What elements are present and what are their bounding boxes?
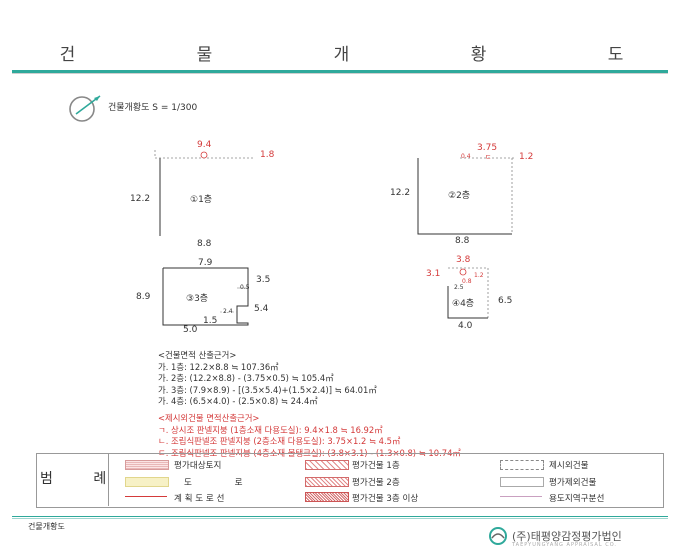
f3-bottom-dim: 5.0 [183,325,198,335]
f2-mark: ㄷ [485,153,492,161]
f3-top-dim: 7.9 [198,258,213,268]
title-divider-thin [12,73,668,74]
f3-name: ③3층 [186,294,209,304]
f3-right-dim: 5.4 [254,304,269,314]
title-divider [12,70,668,73]
f3-inner-a: 2.4 [223,308,233,315]
f4-inner-c: 2.5 [454,284,464,291]
f4-bottom-dim: 4.0 [458,321,473,331]
area-title: <건물면적 산출근거> [158,350,237,360]
f4-inner-a: 1.2 [474,272,484,279]
page-title: 건 물 개 황 도 [59,45,682,65]
area-line: 가. 4층: (6.5×4.0) - (2.5×0.8) ≒ 24.4㎡ [158,396,318,407]
floor-4-plan [447,267,489,319]
f2-left-dim: 12.2 [390,188,411,198]
f3-inner-bottom: 1.5 [203,316,218,326]
compass-icon [69,95,101,122]
legend-sample-zone-line [500,496,542,497]
f2-top-right-dim: 1.2 [519,152,534,162]
f4-name: ④4층 [452,299,475,309]
f3-inner-b: 0.5 [240,284,250,291]
area-line: 가. 3층: (7.9×8.9) - [(3.5×5.4)+(1.5×2.4)]… [158,384,377,395]
floor-plans [154,150,515,326]
legend-item: 평가제외건물 [549,478,597,488]
scale-label: 건물개황도 S = 1/300 [108,103,198,113]
footer-doc-name: 건물개황도 [28,522,65,531]
legend-sample-excl-building [500,460,544,470]
f1-name: ①1층 [190,195,213,205]
legend-item: 평가건물 2층 [352,478,400,488]
f2-top-dim: 3.75 [477,143,498,153]
excl-line: ㄱ. 상시조 판넬지붕 (1층소재 다용도실): 9.4×1.8 ≒ 16.92… [158,424,383,435]
f2-bottom-dim: 8.8 [455,236,470,246]
f2-mark-small: 0.4 [461,153,471,160]
legend-item: 평가건물 1층 [352,461,400,471]
f4-inner-b: 0.8 [462,278,472,285]
footer-divider [12,516,668,517]
f1-top-right-dim: 1.8 [260,150,275,160]
f1-left-dim: 12.2 [130,194,151,204]
legend-item: 용도지역구분선 [549,494,605,504]
f2-name: ②2층 [448,191,471,201]
area-line: 가. 2층: (12.2×8.8) - (3.75×0.5) ≒ 105.4㎡ [158,373,334,384]
footer-divider-thin [12,518,668,519]
f4-right-dim: 6.5 [498,296,513,306]
legend-sample-road [125,477,169,487]
legend-item: 도 로 [184,478,263,488]
excl-line: ㄷ. 조립식판넬조 판넬지붕 (4층소재 물탱크실): (3.8×3.1) - … [158,447,461,458]
legend-sample-floor3 [305,492,349,502]
legend-item: 계 획 도 로 선 [174,494,225,504]
legend-sample-plan-road-line [125,496,167,497]
area-line: 가. 1층: 12.2×8.8 ≒ 107.36㎡ [158,361,279,372]
f3-left-dim: 8.9 [136,292,151,302]
legend-separator [108,453,109,506]
excl-line: ㄴ. 조립식판넬조 판넬지붕 (2층소재 다용도실): 3.75×1.2 ≒ 4… [158,436,401,447]
excl-title: <제시외건물 면적산출근거> [158,412,260,423]
floor-1-plan [154,150,255,236]
floor-2-plan [417,157,515,235]
f1-top-dim: 9.4 [197,140,212,150]
company-subname: TAEPYUNGYANG APPRAISAL CO. [512,542,618,548]
legend-item: 평가대상토지 [174,461,222,471]
legend-item: 평가건물 3층 이상 [352,494,419,504]
f1-bottom-dim: 8.8 [197,239,212,249]
company-logo-icon [489,527,507,545]
f4-top-dim: 3.8 [456,255,471,265]
floor-3-plan [162,267,249,326]
legend-box [36,453,664,508]
legend-sample-floor1 [305,460,349,470]
area-notes: <건물면적 산출근거> 가. 1층: 12.2×8.8 ≒ 107.36㎡ 가.… [158,350,461,459]
f3-right-top-dim: 3.5 [256,275,271,285]
legend-sample-land [125,460,169,470]
legend-sample-excluded [500,477,544,487]
legend-title: 범 례 [40,471,125,487]
legend-item: 제시외건물 [549,461,589,471]
f4-left-dim: 3.1 [426,269,441,279]
company-name: (주)태평양감정평가법인 [512,530,622,543]
legend-sample-floor2 [305,477,349,487]
